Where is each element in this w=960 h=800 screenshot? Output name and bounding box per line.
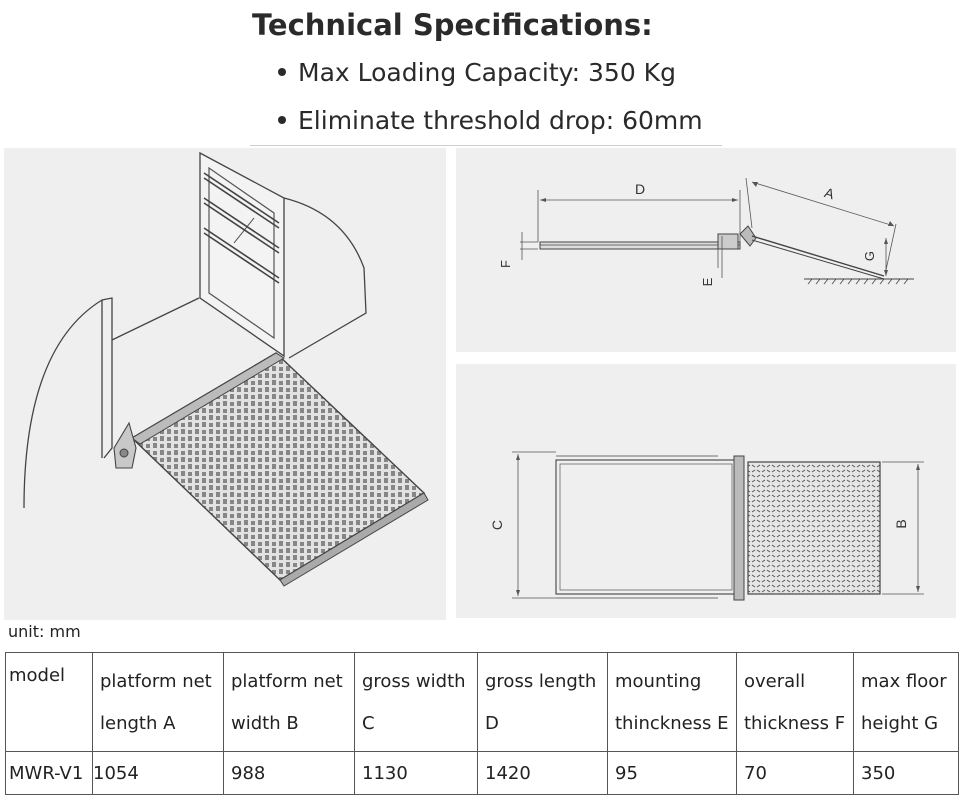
dimension-label-a: A — [823, 184, 837, 202]
page-title: Technical Specifications: — [252, 8, 653, 42]
side-view-panel: D A G F E — [456, 148, 956, 352]
bullet-icon — [278, 116, 286, 124]
unit-note: unit: mm — [8, 622, 81, 641]
spec-item: Eliminate threshold drop: 60mm — [272, 100, 703, 148]
table-cell: 350 — [853, 751, 959, 795]
dimension-label-f: F — [498, 260, 513, 268]
table-cell: 1130 — [354, 751, 478, 795]
table-cell: 70 — [736, 751, 854, 795]
dimension-label-e: E — [700, 277, 715, 286]
table-cell: 1054 — [92, 751, 224, 795]
header-cell: gross length D — [477, 652, 608, 752]
table-cell: 95 — [607, 751, 737, 795]
isometric-drawing — [23, 151, 429, 587]
header-cell: platform net width B — [223, 652, 355, 752]
top-view-panel: C B — [456, 364, 956, 618]
isometric-view-panel — [4, 148, 446, 620]
dimension-label-c: C — [489, 520, 505, 530]
divider — [250, 145, 722, 146]
table-cell: MWR-V1 — [5, 751, 93, 795]
top-view-drawing: C B — [489, 451, 924, 601]
dimension-label-b: B — [893, 519, 909, 528]
dimension-label-d: D — [635, 181, 645, 197]
header-cell: platform net length A — [92, 652, 224, 752]
spec-list: Max Loading Capacity: 350 Kg Eliminate t… — [272, 52, 703, 148]
spec-table: model platform net length A platform net… — [5, 652, 959, 795]
side-view-drawing: D A G F E — [498, 177, 914, 286]
table-cell: 988 — [223, 751, 355, 795]
spec-item: Max Loading Capacity: 350 Kg — [272, 52, 703, 100]
header-cell: max floor height G — [853, 652, 959, 752]
header-cell: gross width C — [354, 652, 478, 752]
table-header-row: model platform net length A platform net… — [5, 652, 959, 752]
header-cell: mounting thinckness E — [607, 652, 737, 752]
header-cell: model — [5, 652, 93, 752]
bullet-icon — [278, 68, 286, 76]
table-row: MWR-V1 1054 988 1130 1420 95 70 350 — [5, 751, 959, 795]
table-cell: 1420 — [477, 751, 608, 795]
dimension-label-g: G — [862, 251, 877, 261]
header-cell: overall thickness F — [736, 652, 854, 752]
